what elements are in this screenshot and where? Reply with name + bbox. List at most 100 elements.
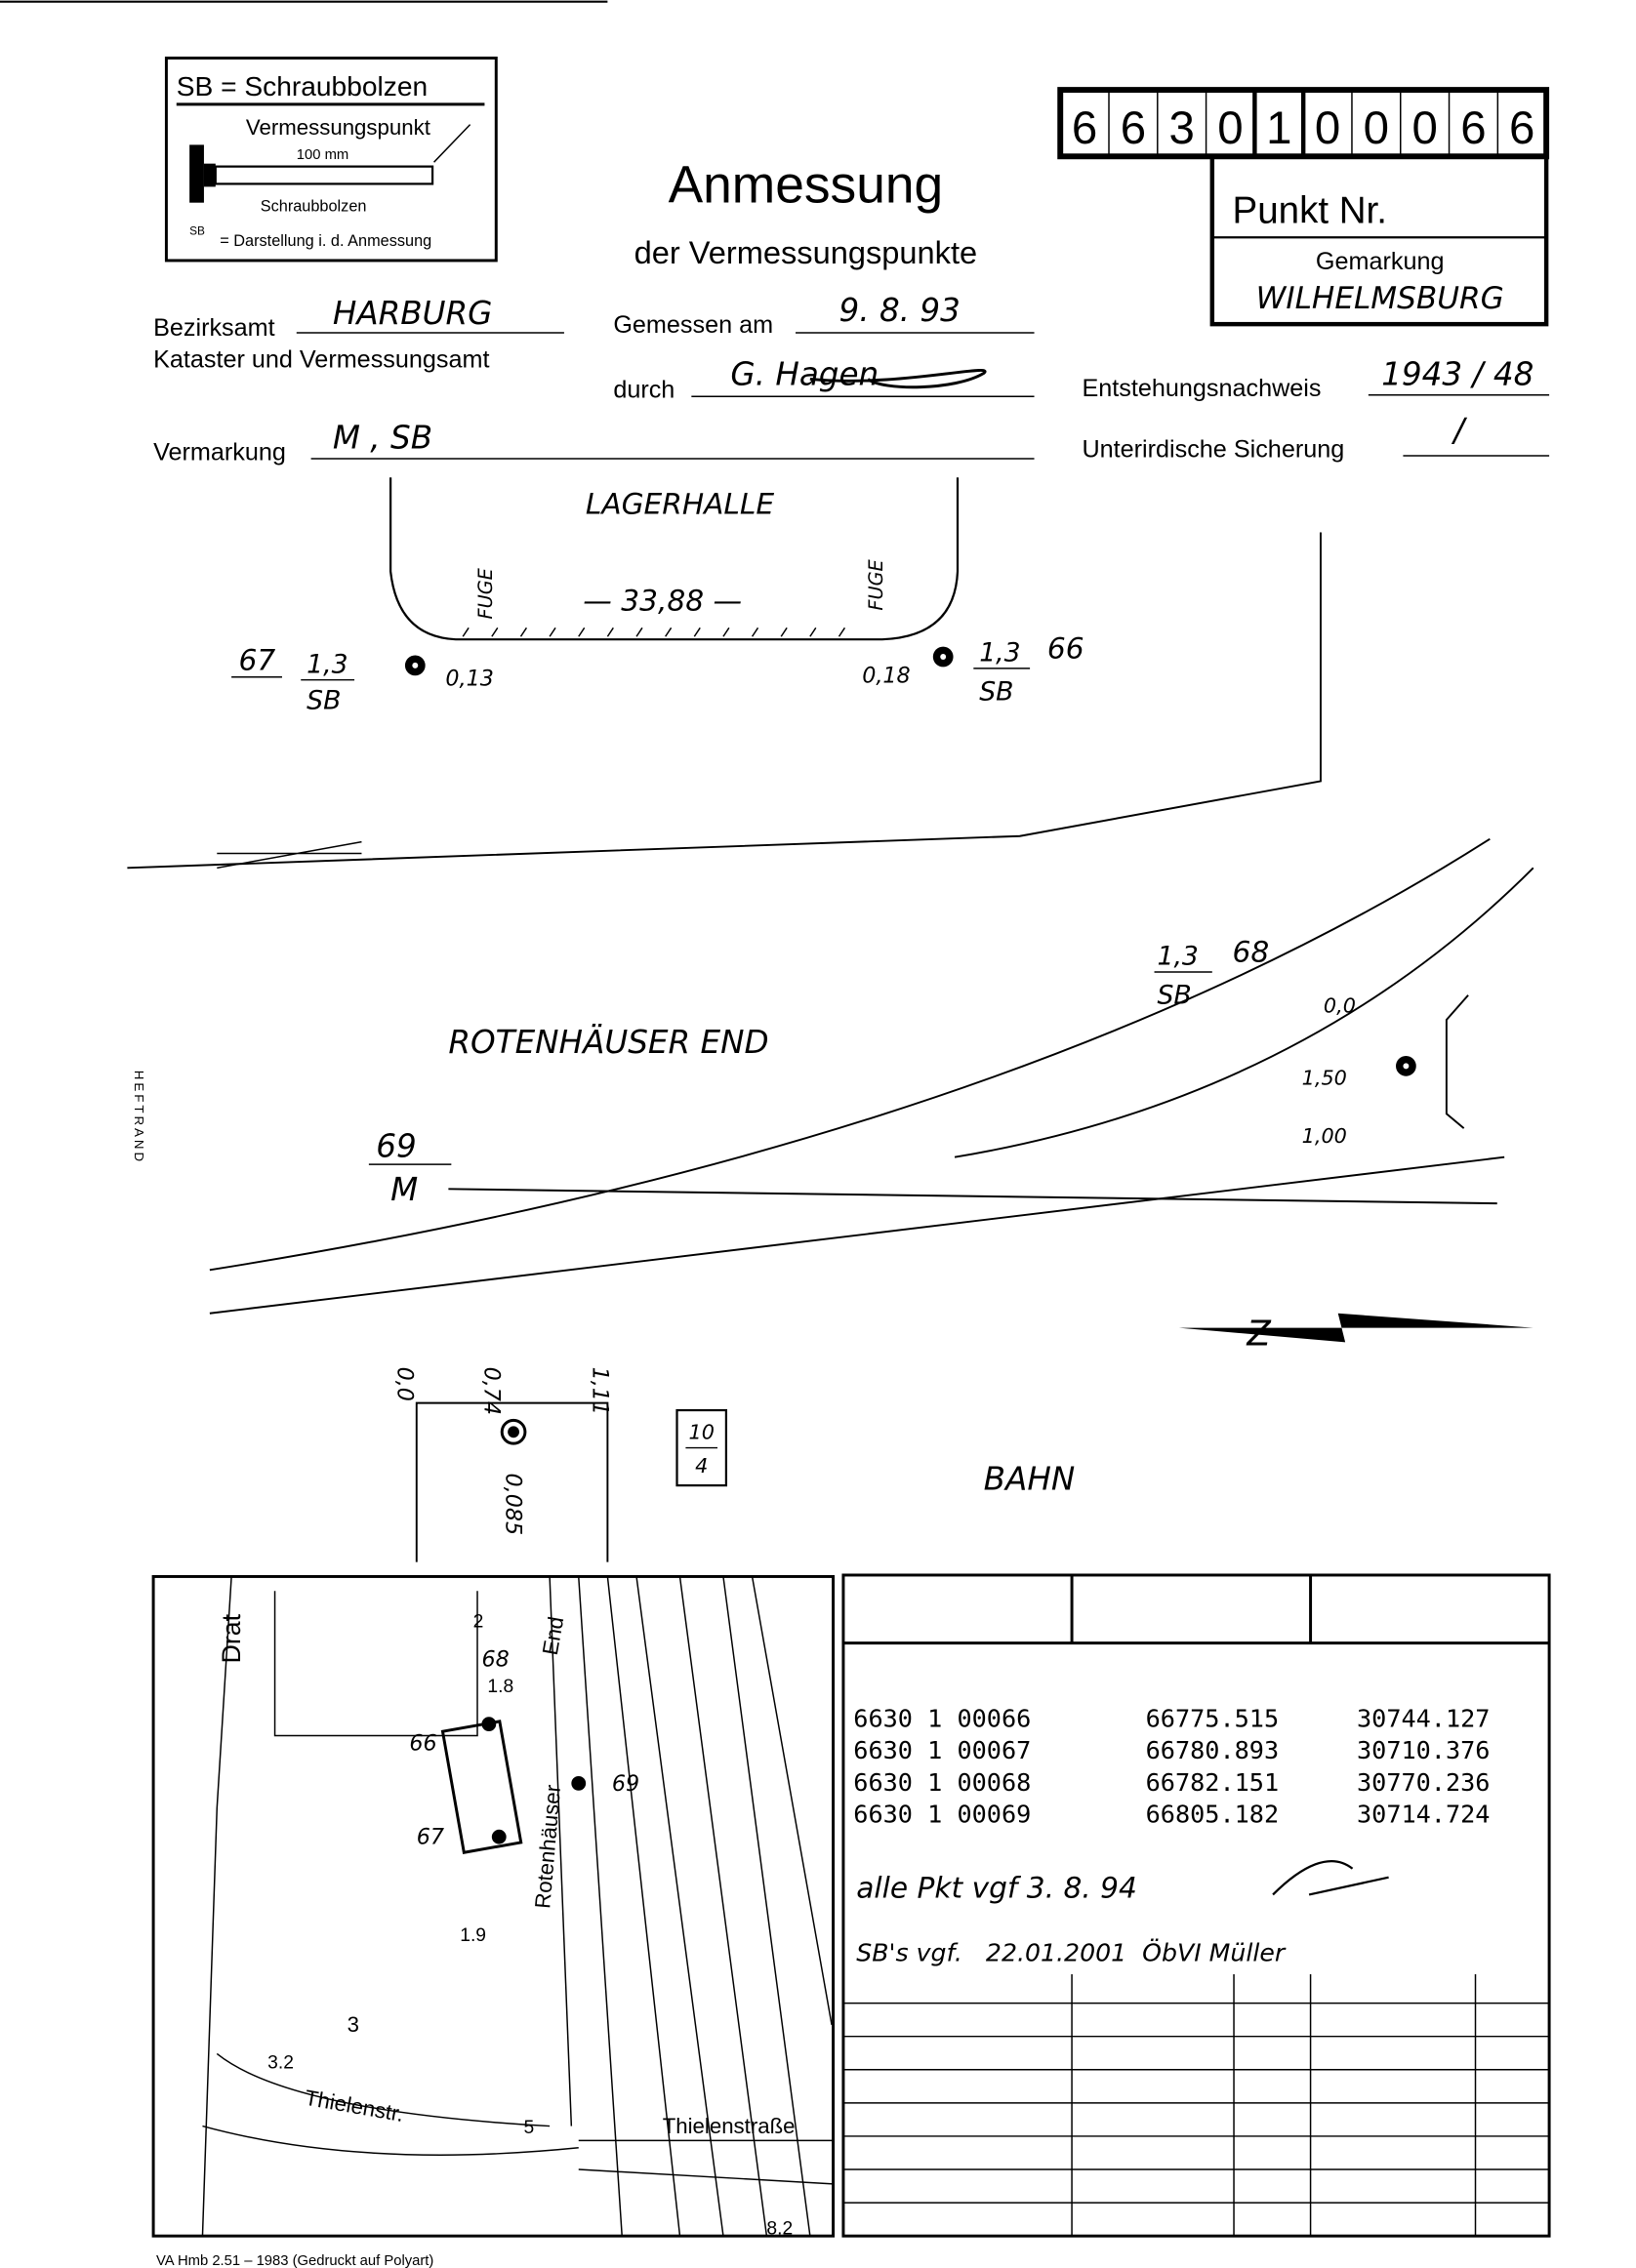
map-label: End [538, 1615, 568, 1657]
warehouse-outline [389, 477, 960, 641]
building-length: — 33,88 — [583, 584, 742, 618]
map-label: Thielenstraße [663, 2114, 796, 2138]
point-id: 6630 1 00066 [853, 1705, 1031, 1733]
map-label: Drat [217, 1613, 246, 1663]
coord-y: 30710.376 [1357, 1736, 1490, 1764]
map-label: 66 [409, 1730, 436, 1756]
point-number-digit: 0 [1217, 102, 1243, 154]
point-69-nr: 69 [376, 1128, 416, 1165]
point-66-offset: 0,18 [862, 664, 910, 689]
bolt-hatch-icon [189, 144, 204, 203]
rail-curve [209, 837, 1491, 1272]
legend-subtitle: Vermessungspunkt [246, 115, 431, 140]
point-66-type: SB [979, 676, 1013, 707]
coord-x: 66780.893 [1146, 1736, 1279, 1764]
heftrand-label: HEFTRAND [132, 1071, 146, 1164]
building-label: LAGERHALLE [586, 486, 775, 520]
coord-x: 66775.515 [1146, 1705, 1279, 1733]
table-row: 6630 1 00067 66780.893 30710.376 [853, 1736, 1490, 1764]
map-label: 3 [348, 2012, 359, 2037]
point-id: 6630 1 00068 [853, 1768, 1031, 1797]
map-label: 8.2 [766, 2219, 793, 2240]
table-row: 6630 1 00066 66775.515 30744.127 [853, 1705, 1490, 1733]
map-label: 67 [417, 1825, 444, 1850]
sicherung-value: / [1451, 412, 1467, 449]
point-number-digit: 6 [1460, 102, 1486, 154]
map-label: 69 [612, 1771, 639, 1797]
page-subtitle: der Vermessungspunkte [634, 234, 978, 270]
legend-title: SB = Schraubbolzen [177, 71, 428, 101]
marker-69-icon [500, 1418, 527, 1445]
gemarkung-value: WILHELMSBURG [1256, 281, 1504, 316]
point-67-type: SB [307, 685, 341, 715]
point-number-digit: 0 [1315, 102, 1340, 154]
point-66-val: 1,3 [979, 637, 1020, 668]
point-number-digit: 0 [1411, 102, 1437, 154]
gemessen-value: 9. 8. 93 [838, 292, 960, 329]
point-66-nr: 66 [1047, 630, 1084, 665]
box-frac-top: 10 [689, 1421, 715, 1444]
coord-x: 66782.151 [1146, 1768, 1279, 1797]
durch-signature: G. Hagen [730, 355, 879, 392]
kataster-label: Kataster und Vermessungsamt [153, 346, 489, 374]
point-label: Punkt Nr. [1233, 189, 1387, 231]
point-67-nr: 67 [239, 642, 276, 676]
coord-y: 30744.127 [1357, 1705, 1490, 1733]
page-title: Anmessung [669, 157, 944, 215]
point-68-d1: 0,0 [1324, 994, 1356, 1018]
point-68-val: 1,3 [1157, 942, 1198, 972]
point-number-digit: 0 [1364, 102, 1389, 154]
fuge-left: FUGE [474, 567, 497, 619]
signature-mark [1272, 1860, 1389, 1896]
gemarkung-label: Gemarkung [1316, 248, 1445, 275]
point-68-nr: 68 [1233, 935, 1270, 969]
survey-sketch: LAGERHALLE — 33,88 — FUGE FUGE 67 1,3 SB… [127, 477, 1534, 1562]
bezirksamt-value: HARBURG [333, 295, 493, 332]
durch-label: durch [613, 377, 675, 404]
fuge-right: FUGE [865, 558, 887, 610]
vermarkung-label: Vermarkung [153, 438, 286, 466]
table-row: 6630 1 00068 66782.151 30770.236 [853, 1768, 1490, 1797]
point-69-type: M [390, 1171, 418, 1208]
map-extract: Drat End Rotenhäuser Thielenstr. Thielen… [151, 1574, 836, 2240]
coord-y: 30714.724 [1357, 1800, 1490, 1828]
rail-label: BAHN [984, 1461, 1076, 1498]
point-68-d2: 1,50 [1302, 1067, 1347, 1090]
legend-symbol: SB [189, 223, 205, 237]
sicherung-label: Unterirdische Sicherung [1082, 435, 1344, 463]
bottom-dim-1: 0,0 [392, 1367, 418, 1401]
map-label: 2 [473, 1611, 484, 1632]
north-arrow-label: Z [1246, 1314, 1271, 1354]
vermarkung-value: M , SB [333, 420, 432, 457]
map-building [440, 1720, 523, 1854]
legend-bolt-label: Schraubbolzen [261, 198, 367, 216]
map-label: 3.2 [267, 2052, 294, 2073]
box-frac-bottom: 4 [695, 1454, 708, 1478]
point-number-digit: 1 [1266, 102, 1291, 154]
bezirksamt-label: Bezirksamt [153, 314, 275, 342]
point-number-digit: 6 [1509, 102, 1534, 154]
entstehung-label: Entstehungsnachweis [1082, 375, 1321, 402]
street-label: ROTENHÄUSER END [448, 1024, 768, 1061]
legend-symbol-note: = Darstellung i. d. Anmessung [220, 232, 431, 250]
map-label: Thielenstr. [303, 2086, 405, 2126]
point-id: 6630 1 00067 [853, 1736, 1031, 1764]
form-fields: Bezirksamt HARBURG Kataster und Vermessu… [153, 292, 1550, 466]
north-arrow-icon [1178, 1313, 1534, 1343]
verification-note-2: SB's vgf. 22.01.2001 ÖbVI Müller [856, 1939, 1287, 1967]
map-label: 5 [523, 2118, 534, 2138]
coord-y: 30770.236 [1357, 1768, 1490, 1797]
coord-x: 66805.182 [1146, 1800, 1279, 1828]
map-label: 1.9 [460, 1925, 486, 1946]
box-value: 0,085 [501, 1474, 526, 1536]
point-67-offset: 0,13 [445, 667, 493, 692]
point-67-val: 1,3 [307, 649, 348, 679]
entstehung-value: 1943 / 48 [1381, 355, 1534, 392]
bottom-dim-2: 0,74 [478, 1367, 504, 1415]
legend-dimension: 100 mm [297, 147, 348, 163]
footer-form-id: VA Hmb 2.51 – 1983 (Gedruckt auf Polyart… [156, 2253, 433, 2268]
